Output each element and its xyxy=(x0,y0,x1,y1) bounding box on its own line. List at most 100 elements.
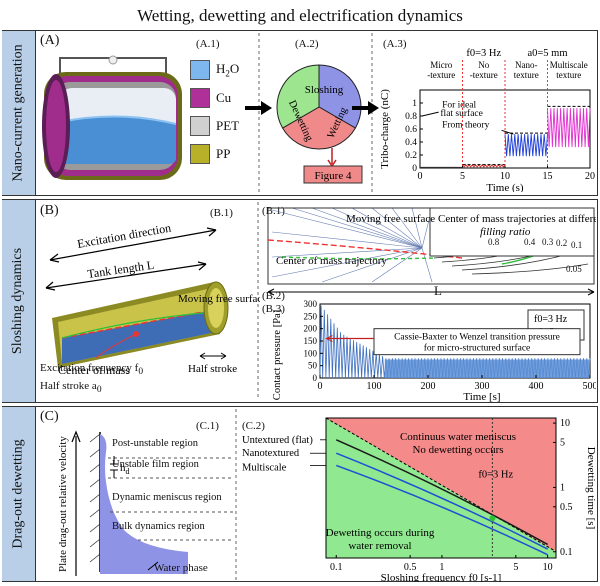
segment-label: -texture xyxy=(427,70,455,80)
material-swatch xyxy=(190,88,210,108)
annotation-arrow xyxy=(501,129,514,135)
charge-signal xyxy=(462,164,506,168)
y-tick-label: 100 xyxy=(304,348,318,358)
segment-label: texture xyxy=(556,70,581,80)
filling-ratio-value: 0.1 xyxy=(571,240,583,250)
y-tick-label: 0 xyxy=(412,164,417,174)
figure-title: Wetting, dewetting and electrification d… xyxy=(137,6,463,25)
panel-c2-label: (C.2) xyxy=(242,420,265,432)
filling-ratio-value: 0.2 xyxy=(556,238,568,248)
annotation-line2: for micro-structured surface xyxy=(424,343,531,354)
x-axis-label: Time (s) xyxy=(486,182,524,192)
panel-a3-label: (A.3) xyxy=(383,38,407,50)
arrow-a1-a2 xyxy=(245,101,272,115)
y-tick-label: 10 xyxy=(560,418,570,429)
material-label: Cu xyxy=(216,90,232,105)
marker-label: f0=3 Hz xyxy=(478,469,513,480)
excitation-frequency-label: Excitation frequency f0 xyxy=(40,362,144,378)
boundary-line xyxy=(325,417,557,552)
material-label: PET xyxy=(216,118,240,133)
header-right: a0=5 mm xyxy=(527,48,567,59)
y-tick-label: 0.8 xyxy=(405,112,417,122)
y-tick-label: 200 xyxy=(304,324,318,334)
arrow-a2-a3 xyxy=(352,101,379,115)
y-tick-label: 0 xyxy=(313,373,318,383)
header-left: f0=3 Hz xyxy=(466,48,501,59)
segment-label: -texture xyxy=(470,70,498,80)
row-b-label: Sloshing dynamics xyxy=(2,200,36,402)
annotation-theory: From theory xyxy=(442,121,489,131)
segment-label: No xyxy=(478,60,489,70)
center-of-mass-label: Center of mass xyxy=(58,363,130,377)
y-tick-label: 0.1 xyxy=(560,547,573,558)
series-line xyxy=(335,464,548,556)
filling-ratio-value: 0.05 xyxy=(566,264,582,274)
region-top-line2: No dewetting occurs xyxy=(412,444,503,456)
annotation-line1: Cassie-Baxter to Wenzel transition press… xyxy=(394,333,560,343)
segment-label: texture xyxy=(514,70,539,80)
material-legend-item: PET xyxy=(190,116,239,136)
material-label: H2O xyxy=(216,61,240,79)
annotation-arrowhead xyxy=(325,335,333,342)
region-label: Post-unstable region xyxy=(112,438,199,449)
drag-out-illustration: Plate drag-out relative velocity hd xyxy=(57,430,234,576)
y-axis-label: Tribo-charge (nC) xyxy=(379,89,391,169)
c1-yaxis-label: Plate drag-out relative velocity xyxy=(57,436,69,572)
y-axis-label: Contact pressure [Pa] xyxy=(272,310,283,400)
y-tick-label: 0.5 xyxy=(560,502,573,513)
y-axis-label: Dewetting time [s] xyxy=(585,447,596,529)
com-trajectories-illustration: Center of mass trajectories at different… xyxy=(267,207,596,296)
panel-b-label: (B) xyxy=(40,203,59,218)
half-stroke-a-label: Half stroke a0 xyxy=(40,380,102,396)
segment-label: Nano- xyxy=(515,60,538,70)
y-tick-label: 0.2 xyxy=(405,151,417,161)
x-tick-label: 1 xyxy=(439,562,444,573)
marker-point xyxy=(489,515,496,522)
filling-ratio-value: 0.8 xyxy=(488,237,500,247)
moving-free-surface-label: Moving free surface xyxy=(178,293,260,305)
y-tick-label: 1 xyxy=(412,99,417,109)
y-tick-label: 0.6 xyxy=(405,125,417,135)
x-tick-label: 200 xyxy=(421,381,436,392)
com-title: Center of mass trajectories at different xyxy=(438,213,596,225)
series-line xyxy=(335,439,548,546)
x-tick-label: 20 xyxy=(585,171,595,182)
panel-a2-label: (A.2) xyxy=(295,38,319,50)
segment-label: Multiscale xyxy=(550,60,588,70)
panel-a-label: (A) xyxy=(40,33,60,48)
x-tick-label: 5 xyxy=(513,562,518,573)
x-axis-label: Time [s] xyxy=(463,391,500,402)
material-label: PP xyxy=(216,146,231,161)
material-swatch xyxy=(190,144,210,164)
x-tick-label: 0 xyxy=(418,171,423,182)
x-axis-label: Sloshing frequency f0 [s-1] xyxy=(381,572,502,582)
panel-a1-label: (A.1) xyxy=(196,38,220,50)
tribo-tank-illustration xyxy=(42,55,182,180)
series-label: Nanotextured xyxy=(242,448,300,459)
x-tick-label: 300 xyxy=(475,381,490,392)
x-tick-label: 5 xyxy=(460,171,465,182)
region-bottom-line1: Dewetting occurs during xyxy=(326,527,435,539)
length-l-label: L xyxy=(434,283,442,298)
y-tick-label: 1 xyxy=(560,482,565,493)
annotation-arrow xyxy=(421,111,439,117)
sloshing-tank-illustration: Excitation direction Tank length L Movin… xyxy=(45,222,260,377)
cycle-diagram: Sloshing Dewetting Wetting Figure 4 xyxy=(276,64,363,184)
panel-b1-label: (B.1) xyxy=(210,207,233,219)
region-bottom-line2: water removal xyxy=(348,540,411,552)
y-tick-label: 250 xyxy=(304,311,318,321)
b2-com-traj: Center of mass trajectory xyxy=(276,255,387,267)
panel-c-label: (C) xyxy=(40,409,59,424)
material-swatch xyxy=(190,60,210,80)
annotation-flat-1: For ideal xyxy=(442,101,476,111)
panel-b3-tag: (B.2) xyxy=(262,290,285,302)
material-swatch xyxy=(190,116,210,136)
dewetting-chart: Untextured (flat)NanotexturedMultiscalef… xyxy=(242,417,596,582)
cycle-sloshing: Sloshing xyxy=(305,84,344,96)
filling-ratio-value: 0.3 xyxy=(542,237,554,247)
charge-signal xyxy=(547,108,591,148)
x-tick-label: 0.5 xyxy=(404,562,417,573)
pressure-band xyxy=(384,359,590,378)
